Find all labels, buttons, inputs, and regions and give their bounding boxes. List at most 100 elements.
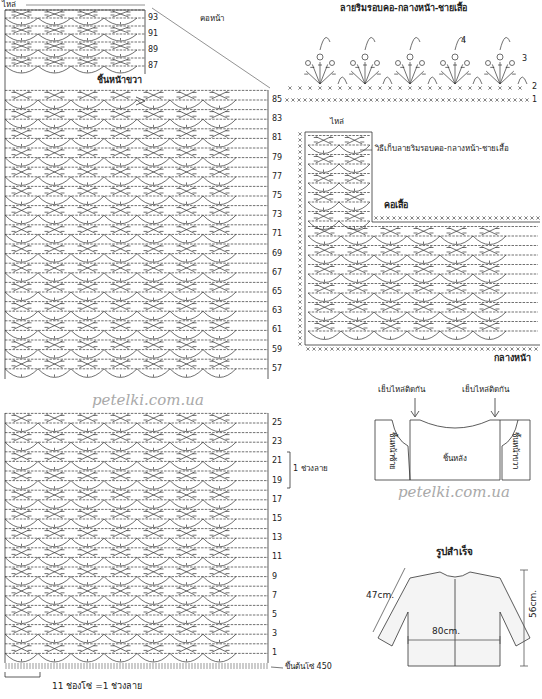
cluster-stitches bbox=[12, 264, 230, 272]
cluster-stitches bbox=[12, 303, 230, 311]
cluster-stitches bbox=[12, 645, 230, 653]
chain-arcs bbox=[308, 145, 370, 154]
row-number: 25 bbox=[272, 418, 282, 427]
chart-label: ชิ้นหน้าขวา bbox=[96, 75, 143, 85]
chain-row bbox=[5, 66, 145, 67]
single-crochet-column bbox=[298, 132, 301, 345]
cluster-stitches bbox=[12, 226, 230, 234]
cluster-stitches bbox=[314, 156, 365, 164]
start-mark bbox=[136, 97, 145, 105]
chain-arcs bbox=[308, 274, 506, 283]
picot bbox=[407, 54, 413, 60]
cluster-stitches bbox=[314, 213, 365, 221]
chain-row bbox=[5, 244, 268, 245]
row-number: 3 bbox=[272, 629, 277, 638]
chain-row bbox=[5, 471, 268, 472]
chain-row bbox=[308, 245, 538, 246]
garment-piece: ชิ้นหน้าขวา bbox=[502, 424, 529, 478]
cluster-stitches bbox=[12, 43, 131, 49]
chain-row bbox=[5, 282, 268, 283]
chart-label: 80cm. bbox=[432, 626, 460, 636]
leader-line bbox=[271, 667, 283, 668]
cluster-stitches bbox=[12, 322, 230, 330]
chain-row bbox=[5, 547, 268, 548]
foundation-chain bbox=[6, 663, 267, 669]
chain-row bbox=[308, 154, 370, 155]
chain-row bbox=[5, 528, 268, 529]
chain-row bbox=[5, 167, 268, 168]
picot bbox=[306, 61, 311, 66]
single-crochet-row bbox=[374, 216, 539, 219]
picot bbox=[486, 61, 491, 66]
chain-arcs bbox=[5, 481, 236, 490]
chain-arcs bbox=[5, 330, 236, 339]
chain-arcs bbox=[5, 50, 137, 57]
picot bbox=[441, 61, 446, 66]
chain-row bbox=[5, 605, 268, 606]
chain-arcs bbox=[308, 164, 370, 173]
chain-row bbox=[5, 490, 268, 491]
chain-row bbox=[5, 10, 145, 11]
back-piece bbox=[410, 420, 500, 480]
chain-row bbox=[5, 643, 268, 644]
chain-row bbox=[5, 340, 268, 341]
chain-arcs bbox=[5, 369, 236, 378]
cluster-stitches bbox=[12, 27, 131, 33]
chain-arcs bbox=[5, 350, 236, 359]
chain-row bbox=[5, 263, 268, 264]
chain-row bbox=[308, 321, 538, 322]
picot bbox=[465, 61, 470, 66]
neck-slope bbox=[152, 8, 270, 88]
chain-row bbox=[5, 42, 145, 43]
cluster-stitches bbox=[12, 453, 230, 461]
cluster-stitches bbox=[12, 11, 131, 17]
edging-outline bbox=[305, 132, 540, 345]
front-right-piece bbox=[500, 420, 530, 480]
seam-arrow bbox=[411, 398, 499, 417]
chain-row bbox=[5, 413, 268, 414]
chain-row bbox=[308, 302, 538, 303]
cluster-stitches bbox=[315, 304, 500, 312]
cluster-stitches bbox=[12, 187, 230, 195]
cluster-stitches bbox=[12, 434, 230, 442]
chart-label: 3 bbox=[522, 54, 527, 63]
chart-label: ลายริมรอบคอ-กลางหน้า-ชายเสื้อ bbox=[340, 3, 467, 13]
picot bbox=[497, 54, 503, 60]
chain-arcs bbox=[5, 615, 236, 624]
cluster-stitches bbox=[314, 194, 365, 202]
cluster-stitches bbox=[314, 175, 365, 183]
cluster-stitches bbox=[12, 568, 230, 576]
row-number: 21 bbox=[272, 456, 282, 465]
single-crochet-row bbox=[306, 347, 537, 350]
cluster-stitches bbox=[12, 111, 230, 119]
chart-label: 2 bbox=[532, 82, 537, 91]
piece-name: ชิ้นหน้าขวา bbox=[511, 433, 520, 470]
row-number: 23 bbox=[272, 437, 282, 446]
chain-arcs bbox=[5, 577, 236, 586]
chart-outline bbox=[5, 10, 145, 74]
cluster-stitches bbox=[315, 266, 500, 274]
chart-label: กลางหน้า bbox=[494, 353, 531, 363]
garment-piece: ชิ้นหน้าซ้าย bbox=[376, 424, 407, 478]
cluster-stitches bbox=[12, 626, 230, 634]
chart-label: 1 bbox=[532, 95, 537, 104]
row-number: 89 bbox=[148, 45, 158, 54]
cluster-stitches bbox=[12, 472, 230, 480]
chain-row bbox=[5, 359, 268, 360]
chain-arcs bbox=[5, 273, 236, 282]
chain-row bbox=[5, 205, 268, 206]
cluster-stitches bbox=[12, 341, 230, 349]
cluster-stitches bbox=[315, 228, 500, 236]
front-left-piece bbox=[375, 420, 410, 480]
chain-arcs bbox=[5, 177, 236, 186]
chain-row bbox=[308, 192, 370, 193]
chain-arcs bbox=[308, 331, 506, 340]
cluster-stitches bbox=[315, 285, 500, 293]
cluster-stitches bbox=[12, 149, 230, 157]
chain-arcs bbox=[5, 519, 236, 528]
single-crochet-row bbox=[285, 98, 528, 101]
cluster-stitches bbox=[12, 414, 230, 422]
chain-row bbox=[5, 224, 268, 225]
picot-chain bbox=[410, 38, 420, 51]
